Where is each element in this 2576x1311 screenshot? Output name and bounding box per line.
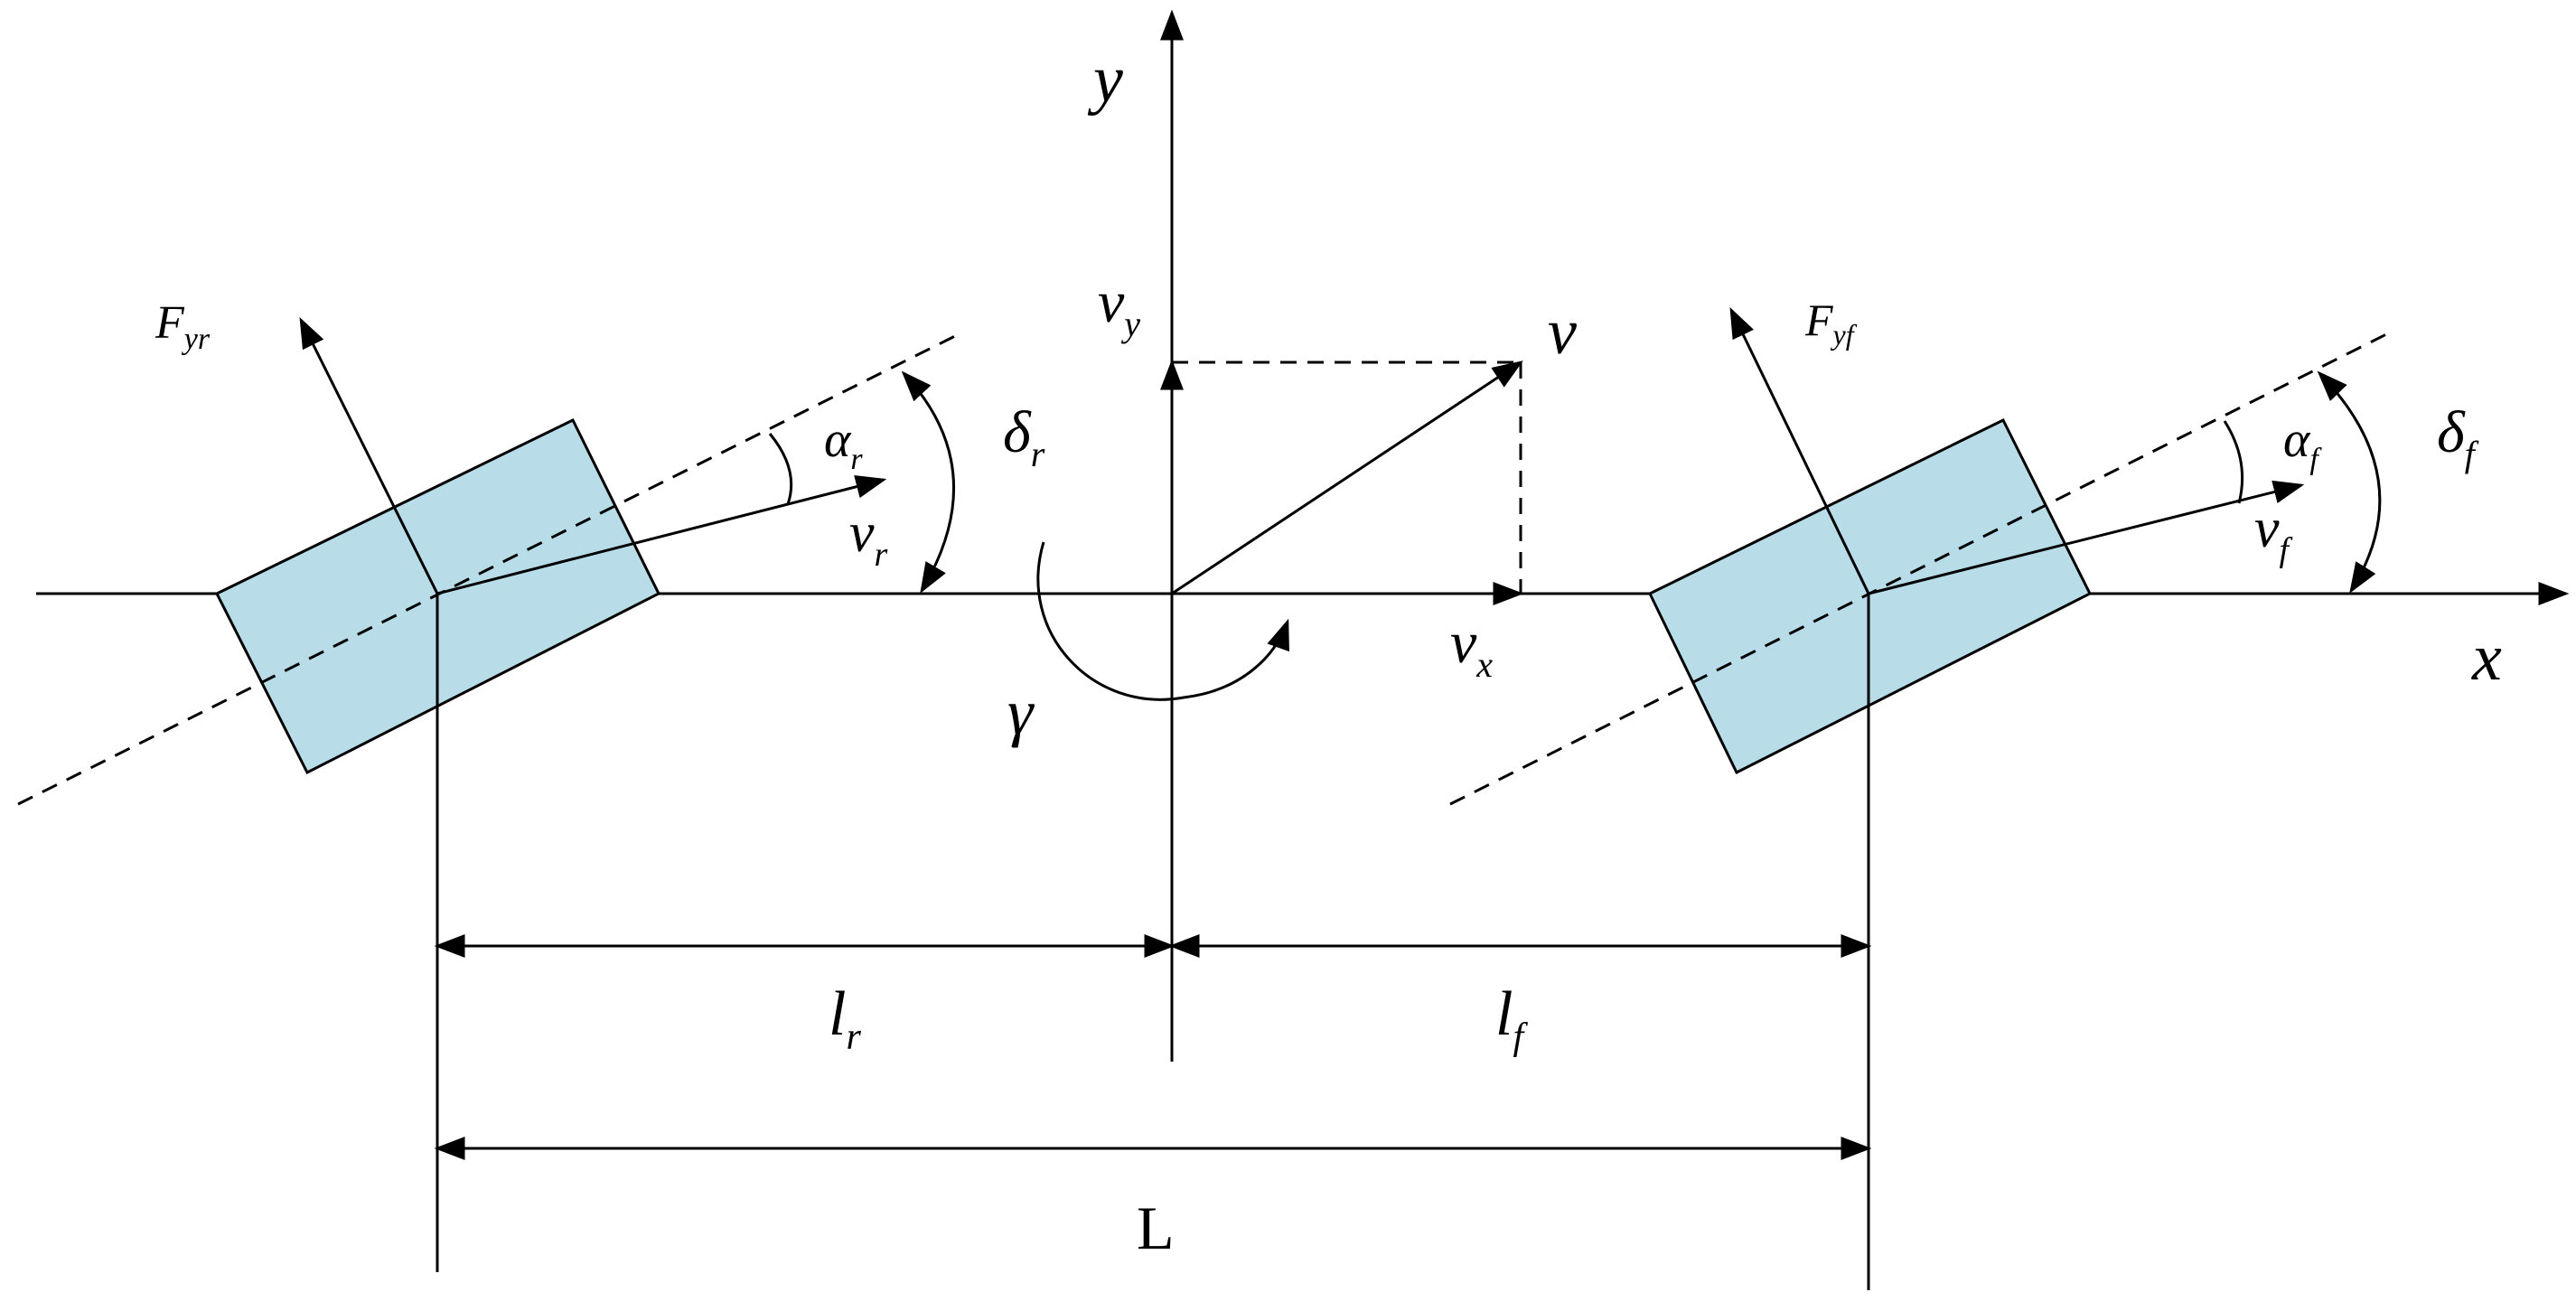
delta-r-label: δr [1003, 399, 1045, 474]
v-vector [1171, 361, 1523, 595]
rear-wheel-centerline [17, 331, 963, 806]
wheelbase-label: L [1137, 1194, 1175, 1262]
v-label: v [1548, 295, 1577, 368]
front-lateral-force-arrow [1729, 306, 1870, 595]
front-steer-angle-arc [2317, 370, 2382, 594]
delta-f-label: δf [2437, 399, 2479, 474]
rear-velocity-arrow [436, 474, 887, 595]
vy-label: vy [1098, 269, 1140, 344]
front-velocity-arrow [1868, 480, 2305, 595]
alpha-r-label: αr [824, 412, 863, 476]
vf-label: vf [2254, 498, 2293, 569]
front-wheel-centerline [1449, 331, 2391, 806]
y-axis-label: y [1087, 42, 1123, 117]
lr-label: lr [829, 979, 861, 1058]
rear-steer-angle-arc [901, 370, 955, 594]
lf-label: lf [1495, 979, 1528, 1058]
fyf-label: Fyf [1804, 295, 1858, 351]
alpha-f-label: αf [2283, 412, 2322, 476]
rear-slip-angle-arc [768, 433, 793, 505]
vx-label: vx [1450, 610, 1493, 685]
fyr-label: Fyr [155, 297, 211, 356]
x-axis-label: x [2471, 621, 2502, 695]
gamma-label: γ [1007, 676, 1035, 748]
rear-lateral-force-arrow [299, 316, 439, 595]
front-slip-angle-arc [2223, 420, 2244, 504]
yaw-rate-arc [1036, 541, 1289, 701]
vr-label: vr [849, 502, 888, 574]
